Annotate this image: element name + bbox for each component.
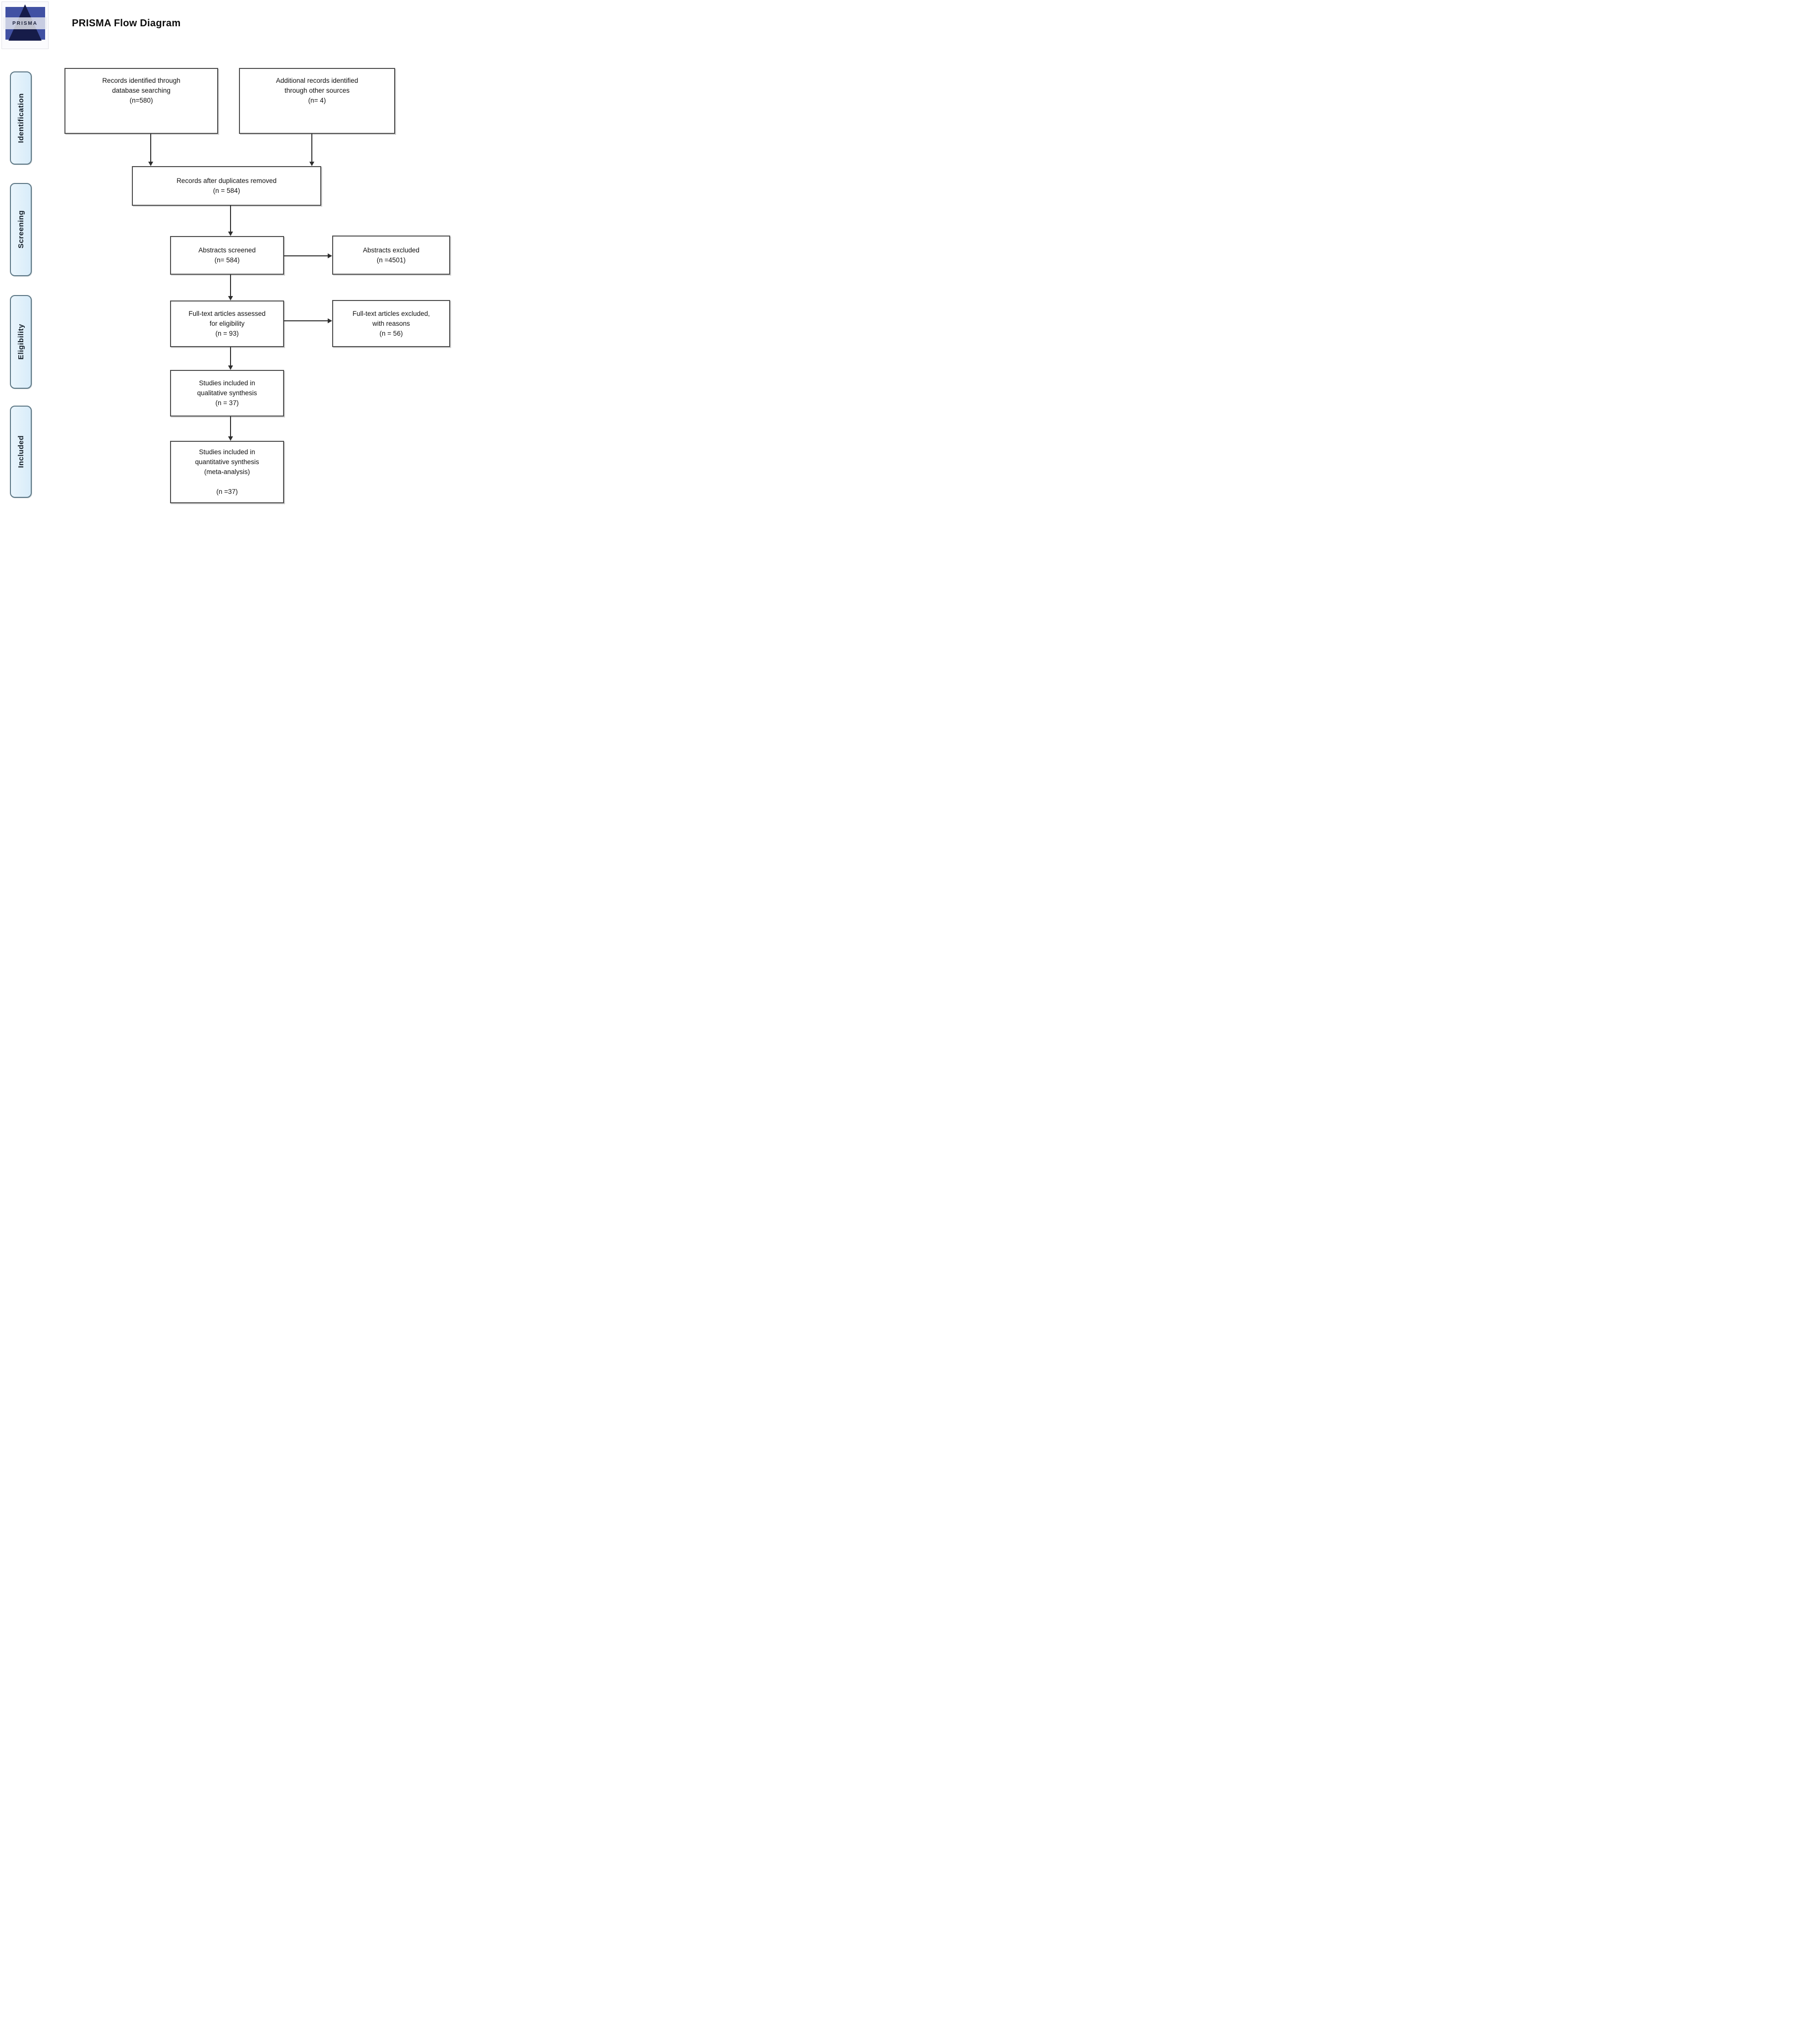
logo-band: PRISMA <box>2 17 48 30</box>
flow-box-records-after-duplicates: Records after duplicates removed (n = 58… <box>132 166 321 206</box>
arrow-line <box>311 134 312 163</box>
page-title: PRISMA Flow Diagram <box>72 18 181 29</box>
arrowhead-down-icon <box>228 232 233 236</box>
box-text: Abstracts excluded (n =4501) <box>362 246 420 264</box>
arrow-line <box>150 134 151 163</box>
arrow-line <box>230 347 231 366</box>
stage-label-text: Screening <box>16 210 25 249</box>
arrow-duplicates-to-abstracts-screened <box>228 205 233 236</box>
prisma-logo: PRISMA <box>1 1 49 49</box>
flow-box-qualitative-synthesis: Studies included in qualitative synthesi… <box>170 370 284 417</box>
arrow-records-identified-to-duplicates <box>148 134 153 166</box>
flow-box-additional-records: Additional records identified through ot… <box>239 68 395 134</box>
arrow-line <box>230 205 231 233</box>
box-text: Additional records identified through ot… <box>276 77 358 104</box>
arrow-qualitative-to-quantitative <box>228 417 233 441</box>
stage-label-text: Identification <box>16 93 25 143</box>
arrow-fulltext-to-excluded <box>284 318 332 323</box>
box-text: Studies included in qualitative synthesi… <box>197 379 257 407</box>
box-text: Full-text articles excluded, with reason… <box>352 309 430 337</box>
flow-box-records-identified: Records identified through database sear… <box>64 68 218 134</box>
arrowhead-down-icon <box>309 162 314 166</box>
arrow-fulltext-to-qualitative <box>228 347 233 370</box>
stage-label-text: Included <box>16 435 25 468</box>
prisma-flow-diagram: PRISMA PRISMA Flow Diagram Identificatio… <box>0 0 455 509</box>
arrowhead-down-icon <box>148 162 153 166</box>
arrowhead-down-icon <box>228 365 233 370</box>
flow-box-fulltext-excluded: Full-text articles excluded, with reason… <box>332 300 450 347</box>
arrow-line <box>230 275 231 297</box>
arrow-abstracts-screened-to-fulltext <box>228 275 233 300</box>
stage-label-included: Included <box>10 406 32 498</box>
flow-box-abstracts-screened: Abstracts screened (n= 584) <box>170 236 284 275</box>
arrowhead-right-icon <box>328 318 332 323</box>
box-text: Studies included in quantitative synthes… <box>195 448 259 495</box>
box-text: Records after duplicates removed (n = 58… <box>176 177 277 194</box>
arrow-line <box>284 255 329 256</box>
arrow-abstracts-screened-to-excluded <box>284 253 332 258</box>
stage-label-eligibility: Eligibility <box>10 295 32 389</box>
arrow-line <box>284 320 329 321</box>
box-text: Abstracts screened (n= 584) <box>198 246 256 264</box>
stage-label-identification: Identification <box>10 71 32 165</box>
arrow-line <box>230 417 231 437</box>
stage-label-text: Eligibility <box>16 324 25 360</box>
flow-box-quantitative-synthesis: Studies included in quantitative synthes… <box>170 441 284 503</box>
flow-box-abstracts-excluded: Abstracts excluded (n =4501) <box>332 236 450 275</box>
box-text: Full-text articles assessed for eligibil… <box>188 310 266 337</box>
flow-box-fulltext-assessed: Full-text articles assessed for eligibil… <box>170 300 284 347</box>
arrow-additional-records-to-duplicates <box>309 134 314 166</box>
arrowhead-right-icon <box>328 253 332 258</box>
box-text: Records identified through database sear… <box>102 77 180 104</box>
logo-text: PRISMA <box>12 20 38 26</box>
arrowhead-down-icon <box>228 436 233 441</box>
arrowhead-down-icon <box>228 296 233 300</box>
stage-label-screening: Screening <box>10 183 32 276</box>
